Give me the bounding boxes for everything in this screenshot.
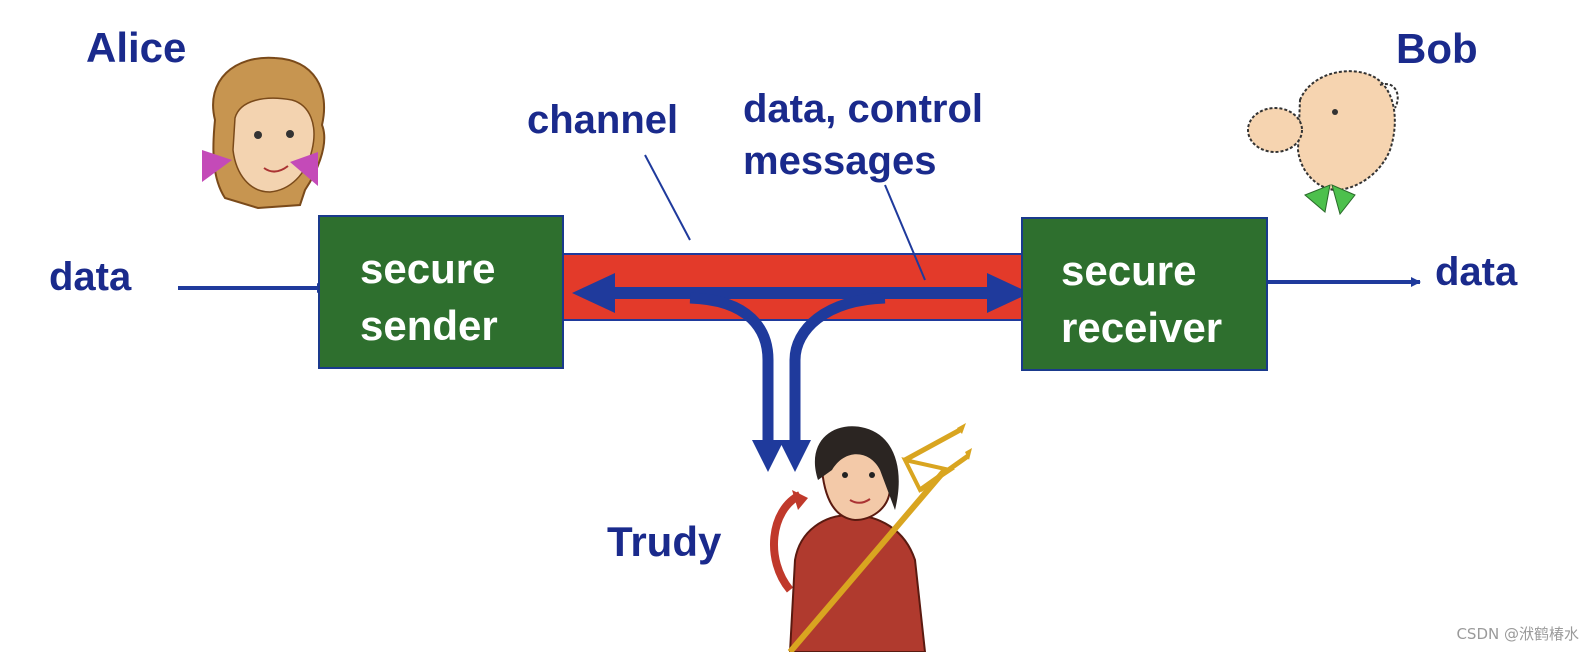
alice-label: Alice [86,24,187,71]
trudy-label: Trudy [607,518,722,565]
receiver-line1: secure [1061,247,1197,294]
channel-pointer [644,154,691,241]
intercept-arrows [689,292,886,472]
channel-label: channel [527,98,679,142]
messages-pointer [884,184,926,281]
bob-label: Bob [1396,25,1478,72]
bob-face-icon [1247,70,1399,216]
messages-label-line1: data, control [743,87,984,131]
sender-line1: secure [360,245,496,292]
data-left-label: data [49,255,132,299]
sender-line2: sender [360,301,498,349]
alice-face-icon [202,56,326,210]
watermark: CSDN @洑鹤椿水 [1456,625,1579,643]
data-right-label: data [1435,250,1518,294]
secure-receiver-box: secure receiver [1021,217,1268,371]
messages-label-line2: messages [743,139,937,183]
bidirectional-arrow [572,273,1030,313]
secure-sender-box: secure sender [318,215,564,369]
trudy-devil-icon [770,423,972,652]
receiver-line2: receiver [1061,303,1223,351]
